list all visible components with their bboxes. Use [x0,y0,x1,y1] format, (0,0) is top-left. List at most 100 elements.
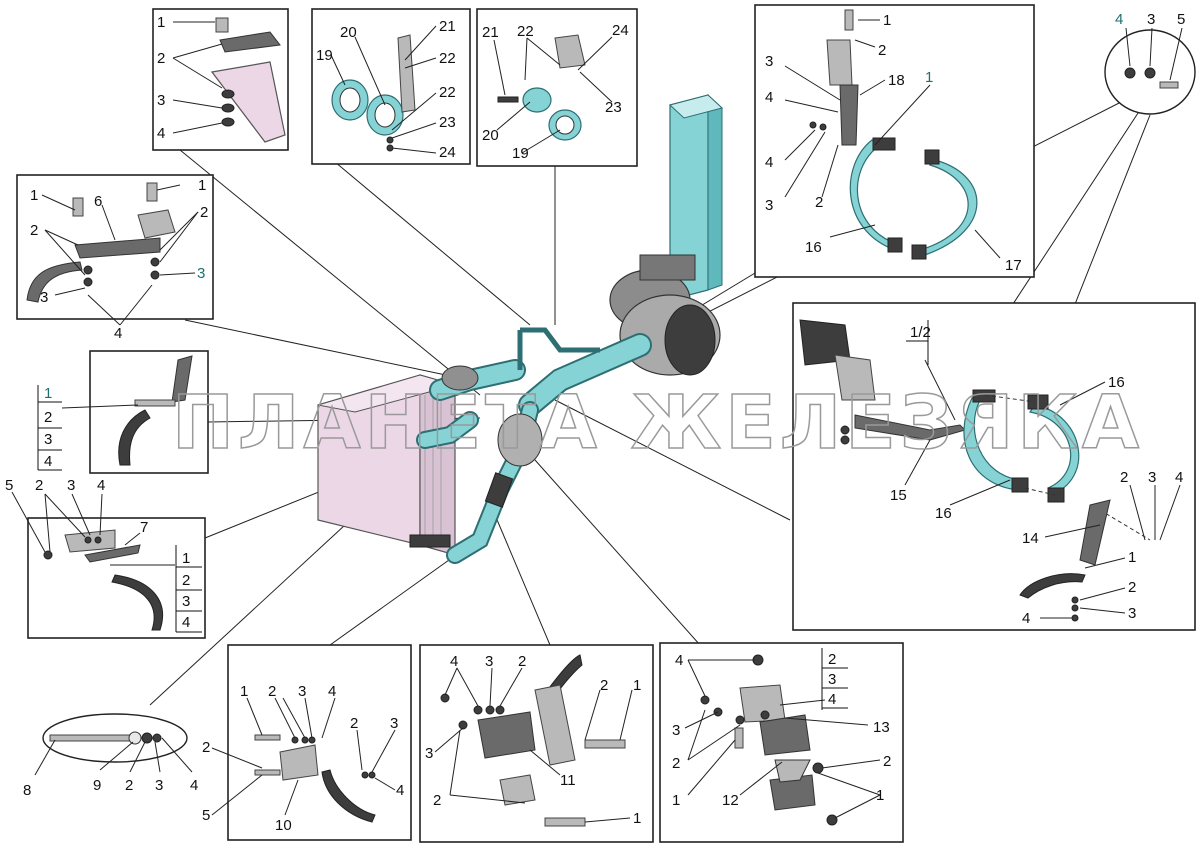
callout-3: 3 [298,683,306,700]
fraction-4: 4 [182,614,190,631]
callout-4: 4 [328,683,336,700]
callout-3b: 3 [765,197,773,214]
panel-13: 8 9 2 3 4 [23,713,198,799]
callout-1b: 1 [198,177,206,194]
callout-2b: 2 [1128,579,1136,596]
callout-1: 1 [157,14,165,31]
fraction-1: 1 [182,550,190,567]
callout-1: 1 [1128,549,1136,566]
fraction-3: 3 [828,671,836,688]
panel-11: 4 3 2 1 2 3 11 2 1 [419,644,654,843]
callout-23: 23 [605,99,622,116]
callout-3: 3 [1148,469,1156,486]
callout-1: 1 [633,677,641,694]
callout-4: 4 [450,653,458,670]
callout-4b: 4 [765,154,773,171]
callout-1-teal: 1 [925,69,933,86]
callout-4: 4 [157,125,165,142]
callout-4: 4 [190,777,198,794]
callout-2: 2 [268,683,276,700]
callout-4b: 4 [396,782,404,799]
callout-15: 15 [890,487,907,504]
callout-5: 5 [202,807,210,824]
callout-16: 16 [1108,374,1125,391]
callout-1: 1 [672,792,680,809]
breather-tube [520,327,600,353]
air-intake-duct [668,93,724,301]
callout-22: 22 [517,23,534,40]
callout-12: 12 [722,792,739,809]
callout-21: 21 [482,24,499,41]
callout-3: 3 [765,53,773,70]
callout-3: 3 [67,477,75,494]
callout-1b: 1 [633,810,641,827]
panel-8: 1/2 16 15 16 14 2 3 4 1 2 3 4 [792,302,1196,631]
callout-20: 20 [482,127,499,144]
callout-24: 24 [439,144,456,161]
callout-3b: 3 [1128,605,1136,622]
callout-4b: 4 [1022,610,1030,627]
watermark: ПЛАНЕТА ЖЕЛЕЗЯКА [172,380,1143,466]
callout-10: 10 [275,817,292,834]
fraction-4: 4 [828,691,836,708]
callout-2: 2 [672,755,680,772]
fraction-2: 2 [828,651,836,668]
fraction-3: 3 [182,593,190,610]
callout-2: 2 [30,222,38,239]
callout-3: 3 [40,289,48,306]
callout-21: 21 [439,18,456,35]
panel-10: 1 2 3 4 2 3 2 5 10 4 [202,644,412,841]
panel-12: 4 3 2 1 13 12 2 1 2 3 4 [659,642,904,843]
callout-4: 4 [1175,469,1183,486]
callout-14: 14 [1022,530,1039,547]
callout-4: 4 [765,89,773,106]
panel-3: 21 22 24 23 20 19 [476,8,638,167]
callout-2b: 2 [883,753,891,770]
callout-16b: 16 [935,505,952,522]
callout-24: 24 [612,22,629,39]
callout-22: 22 [439,50,456,67]
callout-5: 5 [5,477,13,494]
callout-7: 7 [140,519,148,536]
callout-1: 1 [883,12,891,29]
panel-1: 1 2 3 4 [152,8,289,151]
callout-6: 6 [94,193,102,210]
fraction-1-2: 1/2 [910,324,931,341]
fraction-3: 3 [44,431,52,448]
callout-18: 18 [888,72,905,89]
callout-1: 1 [240,683,248,700]
fraction-4: 4 [44,453,52,470]
callout-2: 2 [35,477,43,494]
fraction-2: 2 [44,409,52,426]
callout-2b: 2 [200,204,208,221]
fraction-2: 2 [182,572,190,589]
callout-2c: 2 [202,739,210,756]
callout-4: 4 [97,477,105,494]
radiator [317,374,457,556]
callout-2: 2 [518,653,526,670]
panel-7: 5 2 3 4 7 1 2 3 4 [5,477,206,639]
callout-5: 5 [1177,11,1185,28]
callout-19: 19 [512,145,529,162]
panel-2: 19 20 21 22 22 23 24 [311,8,471,165]
callout-3: 3 [1147,11,1155,28]
callout-1b: 1 [876,787,884,804]
callout-11: 11 [560,772,576,789]
panel-9: 4 3 5 [1104,11,1196,115]
panel-6: 1 2 3 4 [37,350,209,474]
callout-17: 17 [1005,257,1022,274]
callout-4: 4 [114,325,122,342]
callout-2b: 2 [350,715,358,732]
callout-13: 13 [873,719,890,736]
callout-3: 3 [485,653,493,670]
callout-4: 4 [675,652,683,669]
fraction-1: 1 [44,385,52,402]
callout-3: 3 [672,722,680,739]
callout-3b: 3 [390,715,398,732]
callout-4: 4 [1115,11,1123,28]
callout-9: 9 [93,777,101,794]
callout-2b: 2 [815,194,823,211]
callout-8: 8 [23,782,31,799]
callout-1: 1 [30,187,38,204]
